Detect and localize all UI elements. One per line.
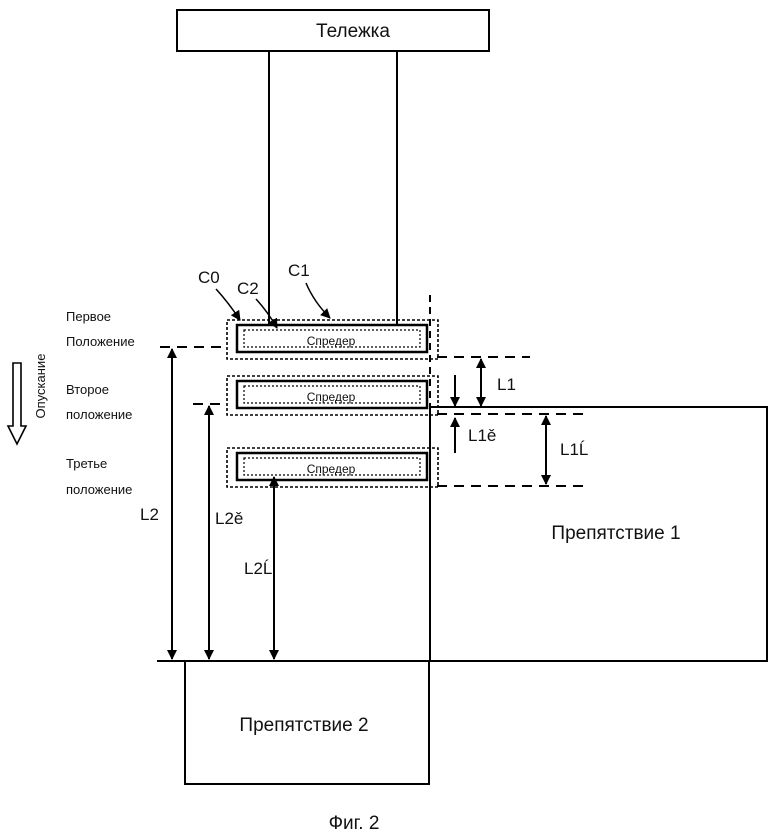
dimension-l2-prime-label: L2ě [215, 509, 243, 528]
position-third-line1: Третье [66, 456, 107, 471]
spreader-third-position: Спредер [227, 448, 438, 487]
leader-c2 [256, 299, 277, 328]
leader-c1 [306, 283, 330, 318]
spreader-label-third: Спредер [307, 462, 356, 476]
obstacle-2-label: Препятствие 2 [239, 715, 368, 736]
trolley-label: Тележка [316, 21, 390, 42]
position-first-line2: Положение [66, 334, 135, 349]
trolley: Тележка [177, 10, 489, 51]
lowering-label: Опускание [33, 354, 48, 419]
lowering-arrow-icon [8, 363, 26, 444]
dimension-l1-double-label: L1Ĺ [560, 440, 588, 459]
dimension-l2-double-label: L2Ĺ [244, 559, 272, 578]
obstacle-1-label: Препятствие 1 [551, 523, 680, 544]
spreader-label-first: Спредер [307, 334, 356, 348]
obstacle-1: Препятствие 1 [430, 407, 767, 661]
figure-caption: Фиг. 2 [329, 813, 380, 834]
position-second-line2: положение [66, 407, 132, 422]
obstacle-2: Препятствие 2 [185, 661, 429, 784]
position-second-line1: Второе [66, 382, 109, 397]
position-first-line1: Первое [66, 309, 111, 324]
dimension-l1-label: L1 [497, 375, 516, 394]
dimension-l1-prime-label: L1ě [468, 426, 496, 445]
spreader-label-second: Спредер [307, 390, 356, 404]
spreader-second-position: Спредер [227, 376, 438, 415]
label-c0: C0 [198, 268, 220, 287]
spreader-first-position: Спредер [227, 320, 438, 359]
position-third-line2: положение [66, 482, 132, 497]
label-c1: C1 [288, 261, 310, 280]
dimension-l2-label: L2 [140, 505, 159, 524]
label-c2: C2 [237, 279, 259, 298]
